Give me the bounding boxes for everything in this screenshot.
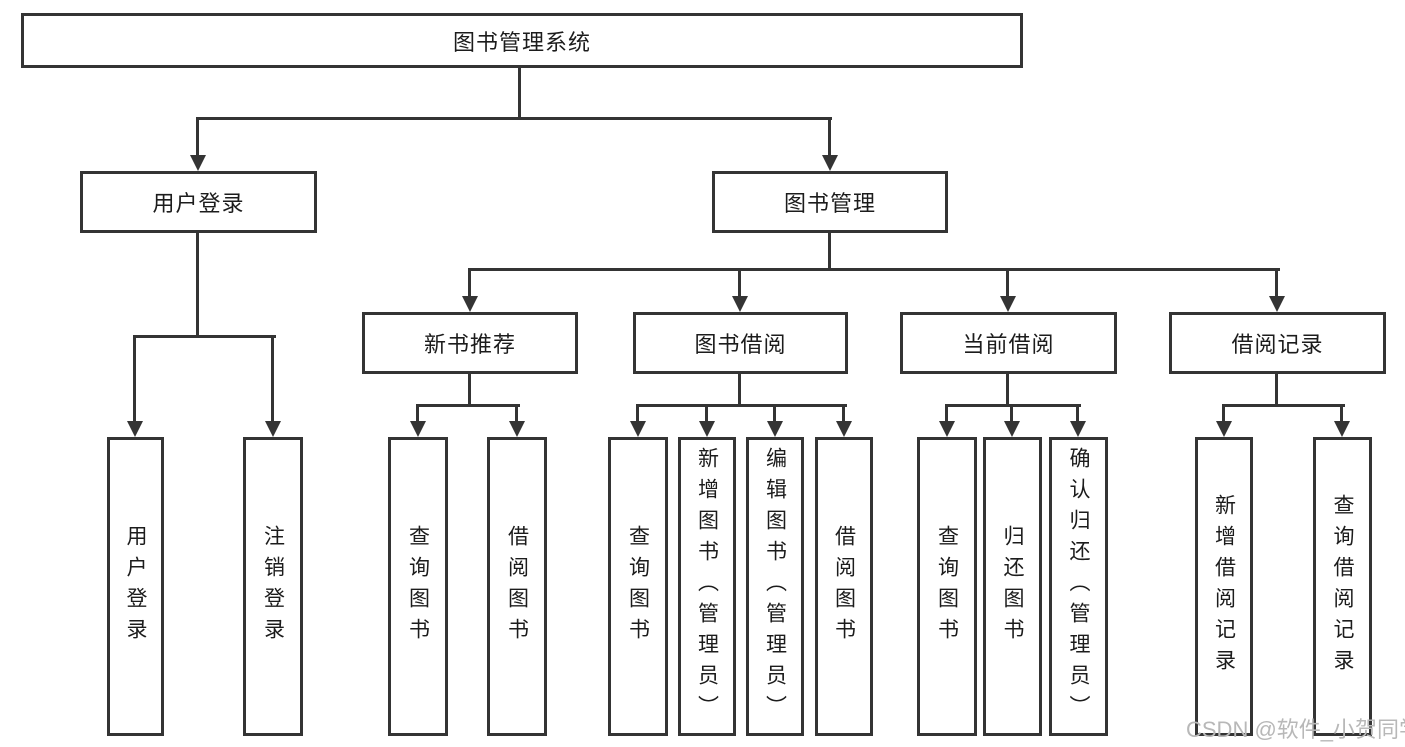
node-leaf-borrow-books-recommend: 借阅图书 — [487, 437, 547, 736]
node-leaf-add-book-admin: 新增图书（管理员） — [678, 437, 736, 736]
connector-line — [1222, 407, 1225, 423]
connector-line — [1222, 404, 1345, 407]
connector-line — [828, 120, 831, 157]
node-book-management: 图书管理 — [712, 171, 948, 233]
connector-line — [196, 233, 199, 335]
node-leaf-confirm-return-admin: 确认归还（管理员） — [1049, 437, 1108, 736]
arrowhead-down-icon — [1070, 421, 1086, 437]
arrowhead-down-icon — [1004, 421, 1020, 437]
connector-line — [636, 407, 639, 423]
arrowhead-down-icon — [190, 155, 206, 171]
connector-line — [828, 233, 831, 268]
node-leaf-add-borrow-record: 新增借阅记录 — [1195, 437, 1253, 736]
node-leaf-user-login: 用户登录 — [107, 437, 164, 736]
node-book-borrow: 图书借阅 — [633, 312, 848, 374]
connector-line — [1006, 271, 1009, 298]
connector-line — [468, 271, 471, 298]
connector-line — [468, 374, 471, 404]
arrowhead-down-icon — [462, 296, 478, 312]
csdn-watermark: CSDN @软件_小贺同学 — [1186, 717, 1405, 742]
node-leaf-query-books-recommend: 查询图书 — [388, 437, 448, 736]
node-new-book-recommend: 新书推荐 — [362, 312, 578, 374]
connector-line — [636, 404, 847, 407]
arrowhead-down-icon — [939, 421, 955, 437]
connector-line — [773, 407, 776, 423]
connector-line — [416, 407, 419, 423]
node-current-borrow: 当前借阅 — [900, 312, 1117, 374]
connector-line — [842, 407, 845, 423]
connector-line — [705, 407, 708, 423]
connector-line — [518, 68, 521, 117]
node-borrow-records: 借阅记录 — [1169, 312, 1386, 374]
arrowhead-down-icon — [1269, 296, 1285, 312]
connector-line — [515, 407, 518, 423]
node-library-management-system: 图书管理系统 — [21, 13, 1023, 68]
arrowhead-down-icon — [1216, 421, 1232, 437]
connector-line — [1275, 374, 1278, 404]
arrowhead-down-icon — [509, 421, 525, 437]
connector-line — [1275, 271, 1278, 298]
arrowhead-down-icon — [265, 421, 281, 437]
node-leaf-query-books-borrow: 查询图书 — [608, 437, 668, 736]
connector-line — [1010, 407, 1013, 423]
connector-line — [1340, 407, 1343, 423]
arrowhead-down-icon — [630, 421, 646, 437]
arrowhead-down-icon — [410, 421, 426, 437]
arrowhead-down-icon — [1334, 421, 1350, 437]
connector-line — [196, 120, 199, 157]
connector-line — [738, 374, 741, 404]
node-leaf-edit-book-admin: 编辑图书（管理员） — [746, 437, 804, 736]
connector-line — [133, 338, 136, 423]
connector-line — [945, 404, 1081, 407]
connector-line — [133, 335, 276, 338]
arrowhead-down-icon — [767, 421, 783, 437]
connector-line — [468, 268, 1280, 271]
arrowhead-down-icon — [836, 421, 852, 437]
connector-line — [1006, 374, 1009, 404]
node-leaf-logout: 注销登录 — [243, 437, 303, 736]
arrowhead-down-icon — [822, 155, 838, 171]
node-leaf-query-borrow-record: 查询借阅记录 — [1313, 437, 1372, 736]
connector-line — [196, 117, 832, 120]
connector-line — [271, 338, 274, 423]
connector-line — [1076, 407, 1079, 423]
arrowhead-down-icon — [1000, 296, 1016, 312]
arrowhead-down-icon — [732, 296, 748, 312]
node-leaf-return-book: 归还图书 — [983, 437, 1042, 736]
connector-line — [945, 407, 948, 423]
node-leaf-query-books-current: 查询图书 — [917, 437, 977, 736]
node-leaf-borrow-book: 借阅图书 — [815, 437, 873, 736]
arrowhead-down-icon — [127, 421, 143, 437]
arrowhead-down-icon — [699, 421, 715, 437]
connector-line — [738, 271, 741, 298]
node-user-login: 用户登录 — [80, 171, 317, 233]
connector-line — [416, 404, 520, 407]
